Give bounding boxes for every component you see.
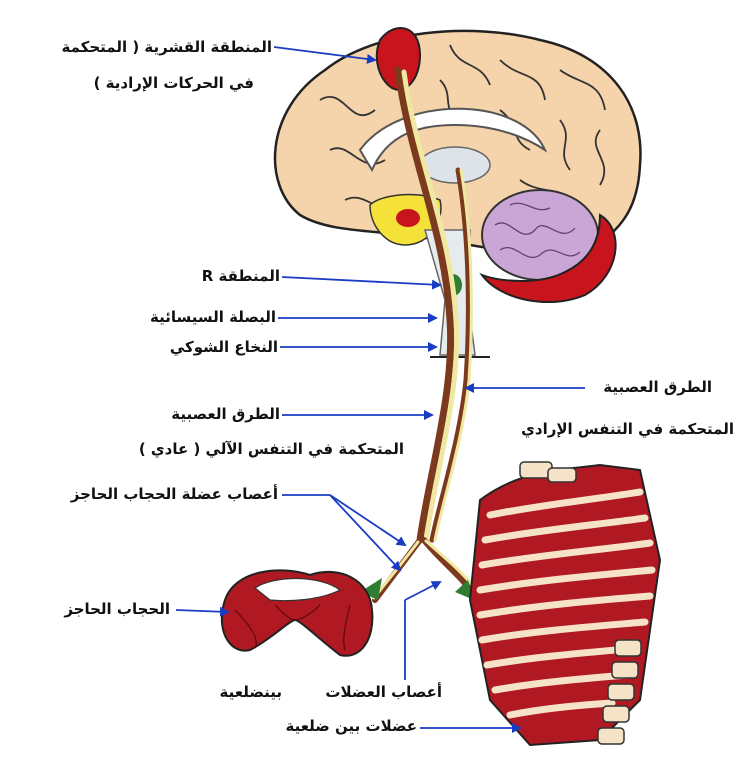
label-auto-path-line1: الطرق العصبية: [171, 405, 280, 423]
label-auto-path-line2: المتحكمة في التنفس الآلي ( عادي ): [139, 440, 404, 458]
label-vol-path-line1: الطرق العصبية: [603, 378, 712, 396]
label-intercostal-word: بينضلعية: [220, 683, 282, 701]
label-intercostal-muscles: عضلات بين ضلعية: [286, 717, 418, 735]
brain: [275, 28, 640, 357]
label-muscle-nerves: أعصاب العضلات: [325, 683, 442, 701]
label-phrenic-nerves: أعصاب عضلة الحجاب الحاجز: [71, 485, 278, 503]
rib-cage: [470, 462, 660, 745]
thalamus: [420, 147, 490, 183]
label-vol-path-line2: المتحكمة في التنفس الإرادي: [521, 420, 734, 438]
label-spinal-cord: النخاع الشوكي: [170, 338, 278, 356]
label-region-r: المنطقة R: [202, 267, 280, 285]
label-diaphragm: الحجاب الحاجز: [64, 600, 170, 618]
label-cortex-line1: المنطقة القشرية ( المتحكمة: [61, 38, 272, 56]
diaphragm: [222, 570, 373, 655]
red-node: [396, 209, 420, 227]
label-cortex-line2: في الحركات الإرادية ): [94, 74, 254, 92]
label-medulla: البصلة السيسائية: [150, 308, 276, 326]
